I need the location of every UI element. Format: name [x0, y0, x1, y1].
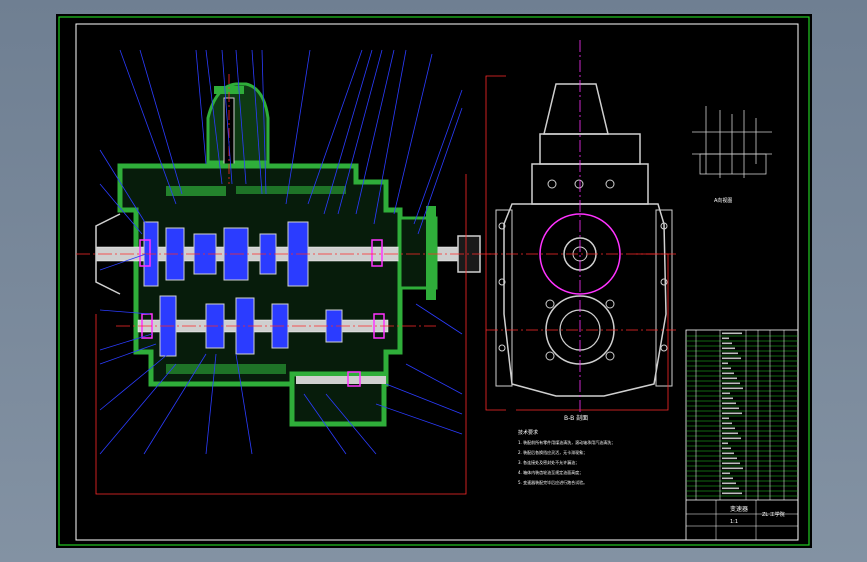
- drawing-title: 变速器: [730, 505, 748, 513]
- title-block: 变速器 1:1 ZL 工学院: [686, 499, 798, 540]
- cad-viewport[interactable]: B-B 剖面 A向视图 技术要求 1. 装配前所有零件用煤油清洗，滚动轴承用汽油…: [56, 14, 812, 548]
- svg-text:技术要求: 技术要求: [518, 429, 538, 436]
- inner-frame: [75, 23, 799, 541]
- side-view: [485, 40, 676, 414]
- drawing-scale: 1:1: [730, 519, 738, 525]
- svg-text:5. 变速器装配完毕后应进行跑合试验。: 5. 变速器装配完毕后应进行跑合试验。: [518, 479, 587, 485]
- detail-view-caption: A向视图: [714, 197, 732, 204]
- outer-frame: [58, 16, 810, 546]
- parts-list: [685, 329, 799, 541]
- svg-text:1. 装配前所有零件用煤油清洗，滚动轴承用汽油清洗；: 1. 装配前所有零件用煤油清洗，滚动轴承用汽油清洗；: [518, 439, 615, 445]
- svg-text:3. 各连接处及密封处不允许漏油；: 3. 各连接处及密封处不允许漏油；: [518, 459, 579, 465]
- main-section-view: [76, 49, 496, 495]
- drawing-number: ZL 工学院: [762, 511, 785, 518]
- drawing-canvas: B-B 剖面 A向视图 技术要求 1. 装配前所有零件用煤油清洗，滚动轴承用汽油…: [58, 16, 810, 546]
- reverse-shaft: [296, 376, 386, 384]
- side-view-caption: B-B 剖面: [564, 414, 588, 422]
- svg-text:2. 装配后各换挡应灵活，无卡滞现象；: 2. 装配后各换挡应灵活，无卡滞现象；: [518, 449, 587, 455]
- technical-notes: 技术要求 1. 装配前所有零件用煤油清洗，滚动轴承用汽油清洗； 2. 装配后各换…: [518, 429, 615, 485]
- detail-view: [692, 106, 772, 178]
- svg-text:4. 箱体内装齿轮油至规定油面高度；: 4. 箱体内装齿轮油至规定油面高度；: [518, 469, 583, 475]
